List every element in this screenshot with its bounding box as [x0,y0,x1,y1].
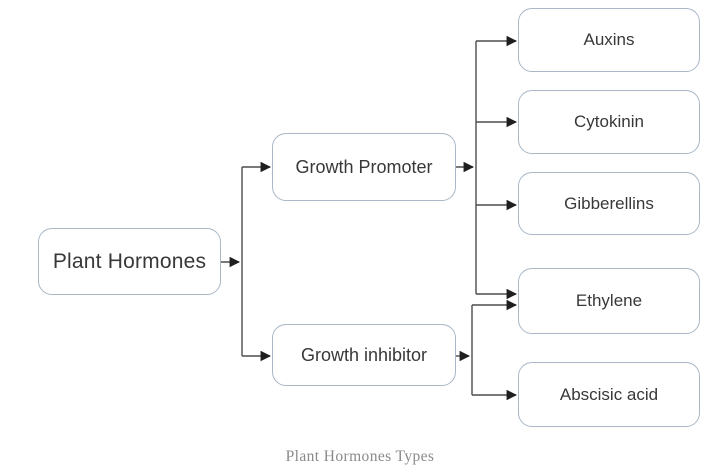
node-plant-hormones-label: Plant Hormones [52,249,207,273]
diagram-caption: Plant Hormones Types [285,448,435,465]
node-abscisic-acid-label: Abscisic acid [559,384,659,404]
node-auxins-label: Auxins [583,30,635,49]
node-gibberellins-label: Gibberellins [564,193,654,213]
node-cytokinin: Cytokinin [518,90,700,154]
node-ethylene-label: Ethylene [575,291,643,310]
node-growth-inhibitor: Growth inhibitor [272,324,456,386]
node-abscisic-acid: Abscisic acid [518,362,700,427]
node-ethylene: Ethylene [518,268,700,334]
node-cytokinin-label: Cytokinin [574,112,644,131]
node-auxins: Auxins [518,8,700,72]
node-gibberellins: Gibberellins [518,172,700,235]
node-growth-promoter: Growth Promoter [272,133,456,201]
node-growth-promoter-label: Growth Promoter [295,156,433,177]
node-plant-hormones: Plant Hormones [38,228,221,295]
node-growth-inhibitor-label: Growth inhibitor [300,344,428,365]
